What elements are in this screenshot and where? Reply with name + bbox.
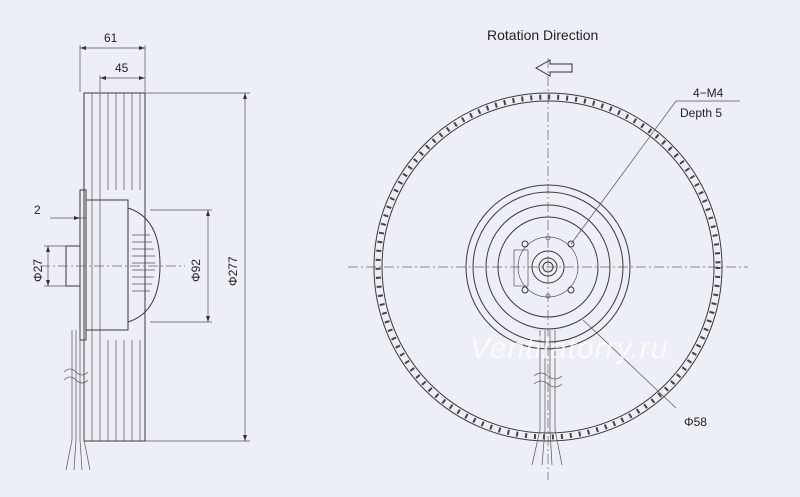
- dim-hub-dia: Φ92: [189, 259, 203, 282]
- dim-width-total: 61: [104, 31, 118, 45]
- mounting-holes: [521, 235, 575, 299]
- dim-shaft-dia: Φ27: [31, 259, 45, 282]
- hole-spec-line2: Depth 5: [680, 106, 722, 120]
- dim-flange: 2: [34, 203, 41, 217]
- rotation-arrow-icon: [534, 59, 573, 77]
- hole-spec-line1: 4−M4: [693, 86, 724, 100]
- motor-ribs: [132, 234, 155, 292]
- side-view: 61 45: [31, 31, 250, 471]
- side-wires: [63, 330, 91, 471]
- circle-dia-label: Φ58: [684, 415, 707, 429]
- rotation-direction-title: Rotation Direction: [487, 27, 598, 43]
- dim-outer-dia: Φ277: [226, 256, 240, 286]
- front-view: Rotation Direction: [348, 27, 748, 480]
- dim-width-blade: 45: [115, 61, 129, 75]
- watermark: Ventilatorry.ru: [470, 332, 668, 365]
- front-wires: [531, 330, 563, 466]
- motor-label-plate: [513, 249, 529, 287]
- blade-slats: [91, 93, 141, 441]
